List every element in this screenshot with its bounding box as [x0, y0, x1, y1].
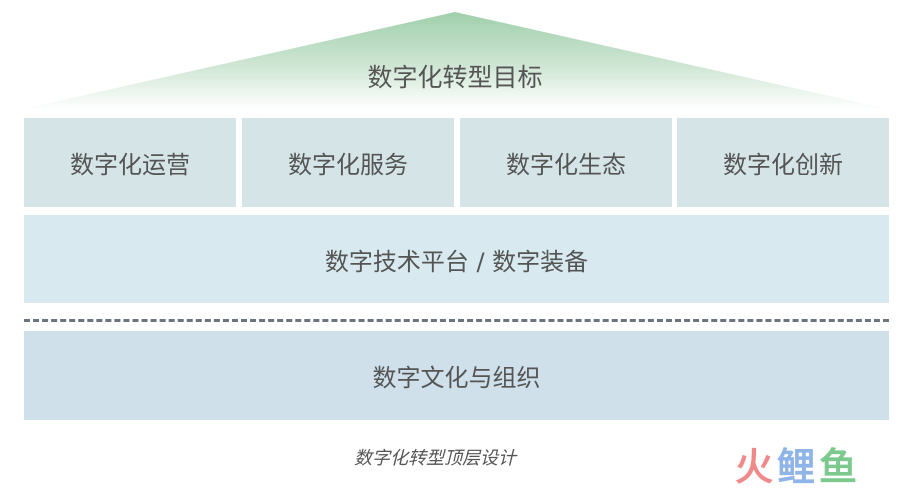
dashed-divider — [24, 319, 889, 322]
pillar-ecosystem: 数字化生态 — [460, 118, 672, 207]
foundation-layer: 数字文化与组织 — [24, 331, 889, 420]
pillar-services: 数字化服务 — [242, 118, 454, 207]
platform-layer: 数字技术平台 / 数字装备 — [24, 215, 889, 303]
watermark-char: 鱼 — [819, 445, 862, 489]
watermark-logo: 火鲤鱼 — [735, 436, 861, 491]
roof-shape — [18, 12, 892, 110]
watermark-char: 鲤 — [777, 445, 820, 489]
watermark-char: 火 — [735, 445, 778, 489]
roof-title: 数字化转型目标 — [367, 63, 543, 92]
pillar-operations: 数字化运营 — [24, 118, 236, 207]
diagram-caption: 数字化转型顶层设计 — [354, 448, 516, 469]
pillar-innovation: 数字化创新 — [677, 118, 889, 207]
